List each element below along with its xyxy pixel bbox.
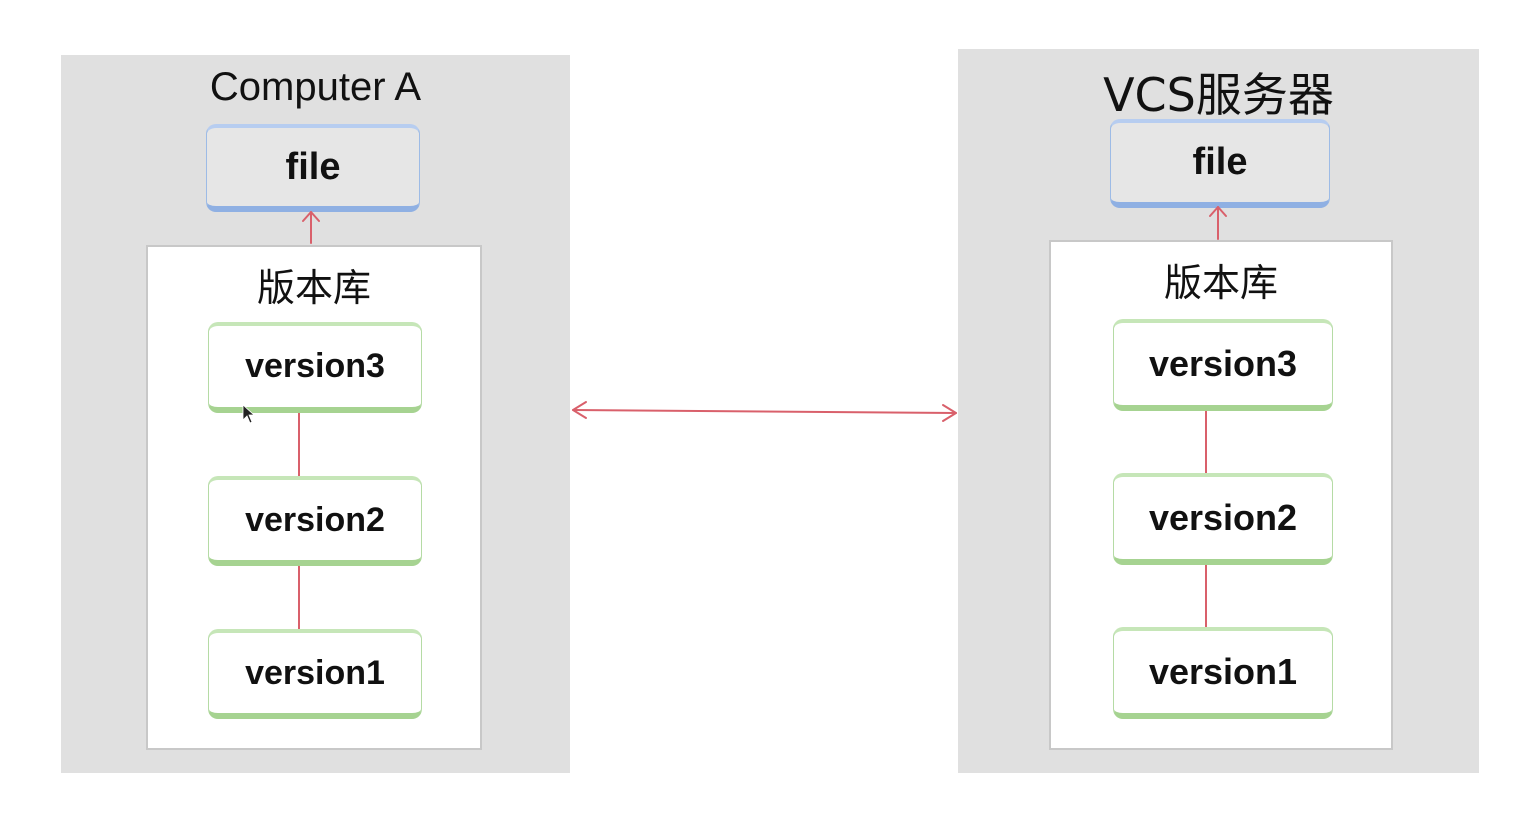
computer-a-repository-title: 版本库	[256, 266, 371, 310]
vcs-server-repository-title: 版本库	[1163, 261, 1278, 305]
computer-a-file: file	[206, 124, 420, 212]
vcs-server-link-2-1	[1205, 565, 1207, 627]
vcs-server-title: VCS服务器	[1103, 68, 1334, 122]
vcs-server-link-3-2	[1205, 411, 1207, 473]
computer-a-checkout-arrowhead	[302, 211, 320, 222]
mouse-cursor-icon	[242, 404, 256, 424]
sync-arrow-left-head	[572, 401, 587, 419]
vcs-server-file: file	[1110, 119, 1330, 208]
vcs-server-version3: version3	[1113, 319, 1333, 411]
vcs-server-checkout-arrowhead	[1209, 206, 1227, 217]
computer-a-link-2-1	[298, 566, 300, 629]
sync-arrow-line	[572, 409, 957, 414]
computer-a-version2: version2	[208, 476, 422, 566]
computer-a-link-3-2	[298, 413, 300, 476]
vcs-server-version2: version2	[1113, 473, 1333, 565]
vcs-server-version1: version1	[1113, 627, 1333, 719]
computer-a-version3: version3	[208, 322, 422, 413]
sync-arrow-right-head	[942, 404, 957, 422]
computer-a-version1: version1	[208, 629, 422, 719]
computer-a-title: Computer A	[209, 65, 422, 109]
